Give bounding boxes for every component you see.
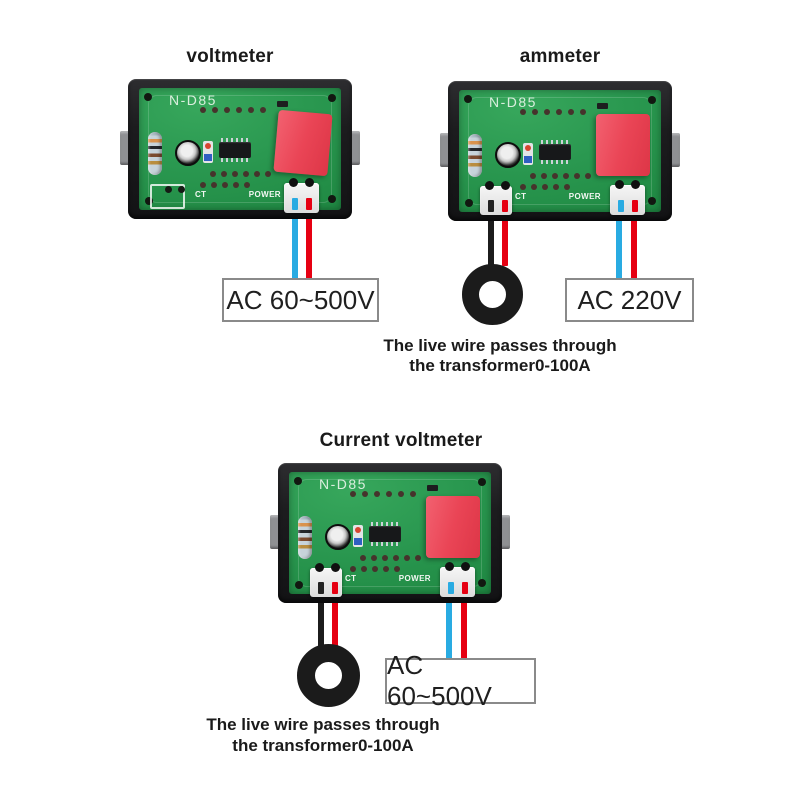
power-connector <box>284 178 319 213</box>
trimmer-potentiometer <box>203 141 213 163</box>
trimmer-potentiometer <box>353 525 363 547</box>
ammeter-title: ammeter <box>519 46 601 67</box>
ic-chip <box>369 522 401 546</box>
red-film-capacitor <box>426 496 480 558</box>
board-screws <box>294 477 302 485</box>
round-capacitor <box>175 140 201 166</box>
round-capacitor <box>495 142 521 168</box>
voltmeter-power-wire-blue <box>292 198 298 279</box>
resistor <box>298 516 312 559</box>
ammeter-ct-wire-red <box>502 198 508 266</box>
note-line1: The live wire passes through <box>383 336 617 355</box>
board-model-label: N-D85 <box>489 94 537 110</box>
current-voltmeter-ct-wire-red <box>332 584 338 647</box>
ct-label: CT <box>195 190 207 199</box>
ic-chip <box>539 140 571 164</box>
current-voltmeter-title: Current voltmeter <box>319 430 483 451</box>
circuit-board: N-D85 CT POWER <box>139 88 341 213</box>
wire-slot-black <box>488 200 494 212</box>
solder-pads <box>350 491 356 497</box>
power-connector <box>440 562 475 597</box>
ic-chip <box>219 138 251 162</box>
clamp-screws <box>289 178 298 187</box>
red-film-capacitor <box>273 109 333 177</box>
resistor <box>468 134 482 177</box>
wire-slot-black <box>318 582 324 594</box>
voltmeter-voltage-box: AC 60~500V <box>222 278 379 322</box>
current-transformer-ring <box>297 644 360 707</box>
ct-solder-pads <box>165 186 172 193</box>
ammeter-ct-wire-black <box>488 198 494 266</box>
solder-pads <box>360 555 366 561</box>
solder-pads <box>520 109 526 115</box>
ammeter-voltage-box: AC 220V <box>565 278 694 322</box>
solder-pads <box>530 173 536 179</box>
ct-connector <box>310 563 342 597</box>
circuit-board: N-D85 CT POWER <box>289 472 491 597</box>
note-line1: The live wire passes through <box>206 715 440 734</box>
board-model-label: N-D85 <box>169 92 217 108</box>
current-voltmeter-device: N-D85 CT POWER <box>270 463 510 603</box>
ammeter-voltage-text: AC 220V <box>577 284 682 315</box>
ct-footprint <box>150 184 185 209</box>
solder-pads <box>200 107 206 113</box>
current-voltmeter-power-wire-red <box>461 584 467 660</box>
round-capacitor <box>325 524 351 550</box>
solder-pads <box>520 184 526 190</box>
power-label: POWER <box>398 574 431 583</box>
board-screws <box>464 95 472 103</box>
ct-connector <box>480 181 512 215</box>
power-label: POWER <box>568 192 601 201</box>
voltmeter-power-wire-red <box>306 198 312 279</box>
wire-slot-red <box>332 582 338 594</box>
smd-component <box>277 101 288 107</box>
ct-label: CT <box>515 192 527 201</box>
solder-pads <box>200 182 206 188</box>
wire-slot-blue <box>618 200 624 212</box>
current-transformer-ring <box>462 264 523 325</box>
smd-component <box>427 485 438 491</box>
trimmer-potentiometer <box>523 143 533 165</box>
ammeter-device: N-D85 CT POWER <box>440 81 680 221</box>
current-voltmeter-note: The live wire passes through the transfo… <box>173 714 473 756</box>
current-voltmeter-power-wire-blue <box>446 584 452 660</box>
power-label: POWER <box>248 190 281 199</box>
ct-label: CT <box>345 574 357 583</box>
clamp-screws <box>485 181 494 190</box>
current-voltmeter-voltage-text: AC 60~500V <box>387 650 492 711</box>
power-connector <box>610 180 645 215</box>
ammeter-power-wire-blue <box>616 198 622 279</box>
clamp-screws <box>315 563 324 572</box>
red-film-capacitor <box>596 114 650 176</box>
clamp-screws <box>615 180 624 189</box>
voltmeter-device: N-D85 CT POWER <box>120 79 360 219</box>
voltmeter-title: voltmeter <box>186 46 274 67</box>
clamp-screws <box>445 562 454 571</box>
note-line2: the transformer0-100A <box>232 736 414 755</box>
solder-pads <box>210 171 216 177</box>
voltmeter-voltage-text: AC 60~500V <box>226 284 375 315</box>
current-voltmeter-voltage-box: AC 60~500V <box>385 650 536 711</box>
resistor <box>148 132 162 175</box>
wire-slot-blue <box>292 198 298 210</box>
ammeter-power-wire-red <box>631 198 637 279</box>
smd-component <box>597 103 608 109</box>
wire-slot-red <box>502 200 508 212</box>
board-model-label: N-D85 <box>319 476 367 492</box>
circuit-board: N-D85 CT POWER <box>459 90 661 215</box>
wire-slot-blue <box>448 582 454 594</box>
current-voltmeter-ct-wire-black <box>318 584 324 647</box>
wire-slot-red <box>632 200 638 212</box>
board-screws <box>144 93 152 101</box>
solder-pads <box>350 566 356 572</box>
ammeter-note: The live wire passes through the transfo… <box>350 336 650 376</box>
wire-slot-red <box>462 582 468 594</box>
wire-slot-red <box>306 198 312 210</box>
note-line2: the transformer0-100A <box>409 356 591 375</box>
